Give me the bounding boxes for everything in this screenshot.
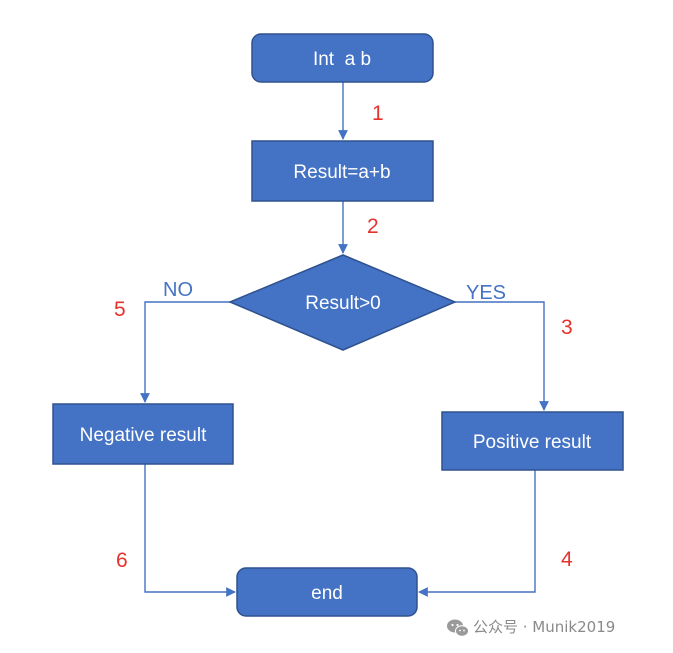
node-start: Int a b — [251, 33, 434, 83]
edge-positive-to-end — [418, 470, 536, 597]
node-compute: Result=a+b — [251, 140, 434, 202]
node-positive-label: Positive result — [473, 432, 592, 453]
step-number-6: 6 — [116, 549, 128, 572]
branch-label-no: NO — [163, 279, 193, 301]
wechat-icon — [447, 619, 469, 637]
edge-negative-to-end — [144, 464, 236, 597]
node-start-label: Int a b — [313, 49, 371, 70]
node-end: end — [236, 567, 418, 617]
edge-decision-to-negative — [140, 301, 230, 403]
node-end-label: end — [311, 583, 343, 604]
watermark-text: 公众号 · Munik2019 — [473, 618, 615, 636]
node-negative: Negative result — [52, 403, 234, 465]
node-decision: Result>0 — [228, 254, 457, 351]
node-decision-label: Result>0 — [305, 293, 381, 314]
edge-decision-to-positive — [455, 301, 549, 411]
step-number-4: 4 — [561, 548, 573, 571]
node-compute-label: Result=a+b — [293, 162, 390, 183]
branch-label-yes: YES — [466, 282, 506, 304]
step-number-3: 3 — [561, 316, 573, 339]
step-number-1: 1 — [372, 102, 384, 125]
step-number-2: 2 — [367, 215, 379, 238]
node-negative-label: Negative result — [80, 425, 207, 446]
node-positive: Positive result — [441, 411, 624, 471]
step-number-5: 5 — [114, 298, 126, 321]
watermark: 公众号 · Munik2019 — [447, 618, 615, 637]
